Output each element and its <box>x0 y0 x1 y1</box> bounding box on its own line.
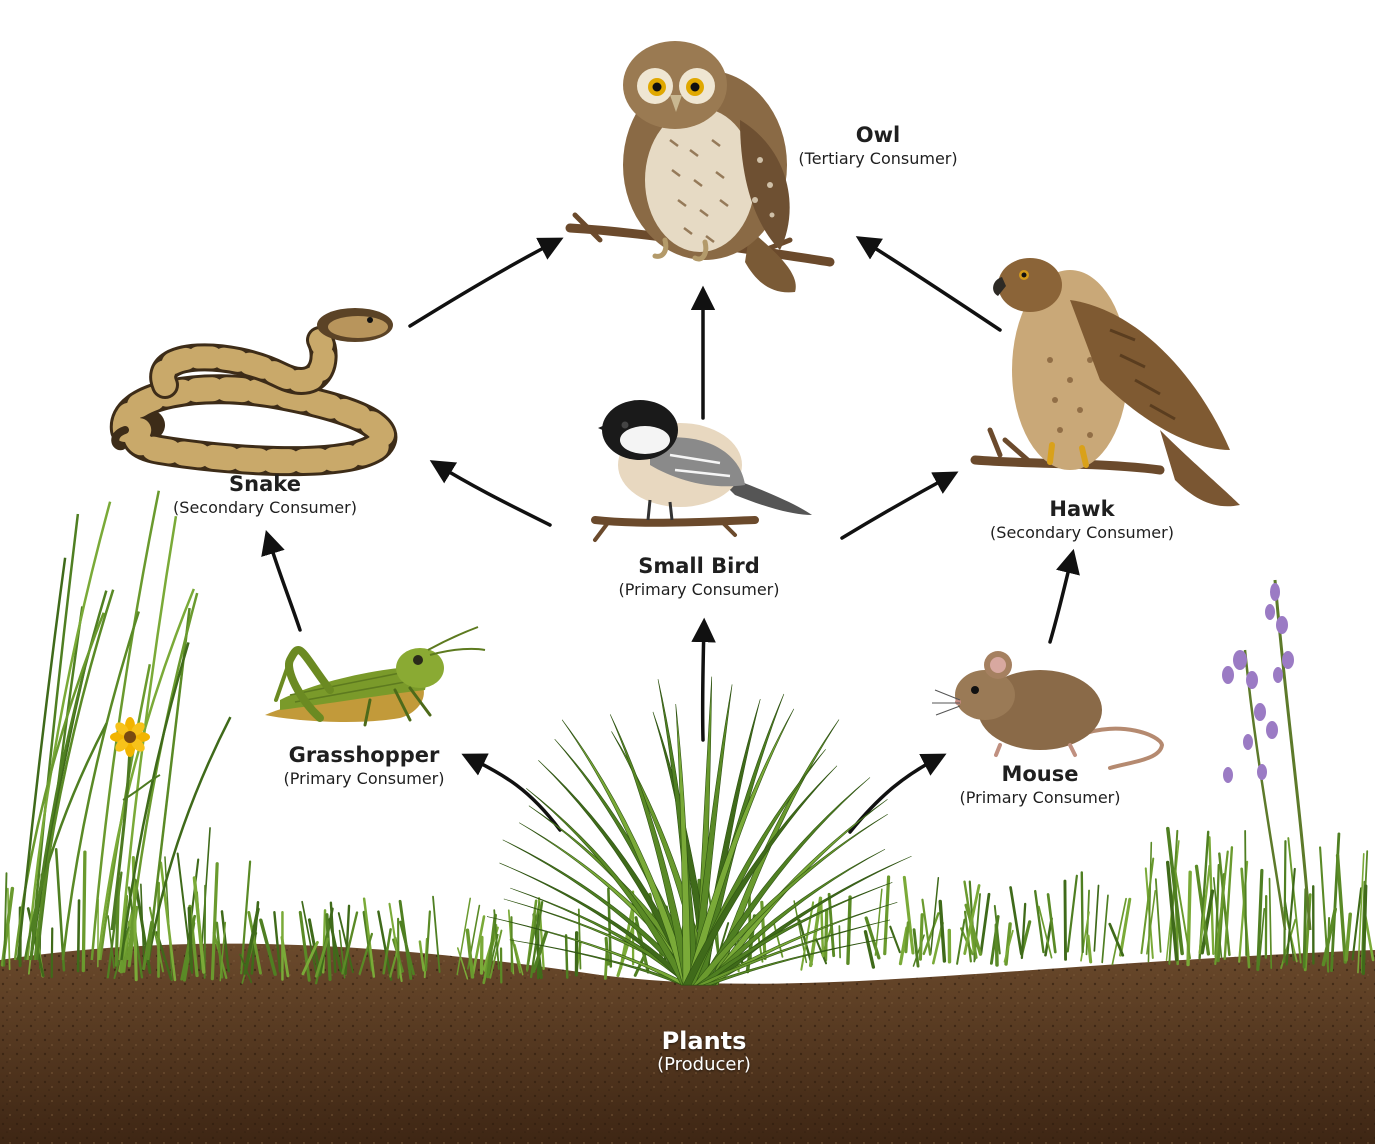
owl-icon <box>565 41 835 293</box>
node-name: Small Bird <box>638 554 760 578</box>
node-name: Owl <box>855 123 901 147</box>
node-label-small-bird: Small Bird (Primary Consumer) <box>619 553 780 601</box>
small-bird-icon <box>591 400 812 542</box>
node-role: (Secondary Consumer) <box>173 498 357 517</box>
arrow-plants-to-grasshopper <box>461 753 562 832</box>
node-label-mouse: Mouse (Primary Consumer) <box>960 761 1121 809</box>
node-name: Grasshopper <box>288 743 440 767</box>
yellow-flower-icon <box>110 717 161 931</box>
arrow-plants-to-mouse <box>848 753 947 834</box>
snake-icon <box>109 308 398 477</box>
node-label-grasshopper: Grasshopper (Primary Consumer) <box>284 742 445 790</box>
node-name: Plants <box>661 1027 747 1055</box>
node-label-owl: Owl (Tertiary Consumer) <box>798 122 957 170</box>
arrow-mouse-to-hawk <box>1048 548 1080 644</box>
ground <box>0 490 1375 1144</box>
arrow-bird-to-snake <box>429 460 552 527</box>
node-role: (Primary Consumer) <box>283 769 445 788</box>
node-name: Snake <box>229 472 301 496</box>
arrow-hawk-to-owl <box>855 236 1002 332</box>
node-label-plants: Plants (Producer) <box>657 1028 751 1076</box>
mouse-icon <box>932 651 1165 770</box>
arrow-grasshopper-to-snake <box>261 529 302 632</box>
node-role: (Tertiary Consumer) <box>798 149 958 168</box>
node-role: (Producer) <box>657 1054 751 1075</box>
lavender-flower-icon <box>1222 579 1312 931</box>
grass-clump-icon <box>487 676 912 986</box>
node-role: (Primary Consumer) <box>959 788 1121 807</box>
node-label-hawk: Hawk (Secondary Consumer) <box>990 496 1174 544</box>
grass-row <box>0 490 1375 985</box>
node-role: (Primary Consumer) <box>618 580 780 599</box>
arrow-bird-to-hawk <box>840 471 959 540</box>
node-role: (Secondary Consumer) <box>990 523 1174 542</box>
node-label-snake: Snake (Secondary Consumer) <box>173 471 357 519</box>
hawk-icon <box>970 258 1240 507</box>
food-web-arrows <box>261 236 1080 834</box>
grasshopper-icon <box>265 626 486 727</box>
arrow-plants-to-bird <box>691 617 716 742</box>
node-name: Hawk <box>1049 497 1115 521</box>
arrow-snake-to-owl <box>408 237 564 328</box>
node-name: Mouse <box>1001 762 1079 786</box>
